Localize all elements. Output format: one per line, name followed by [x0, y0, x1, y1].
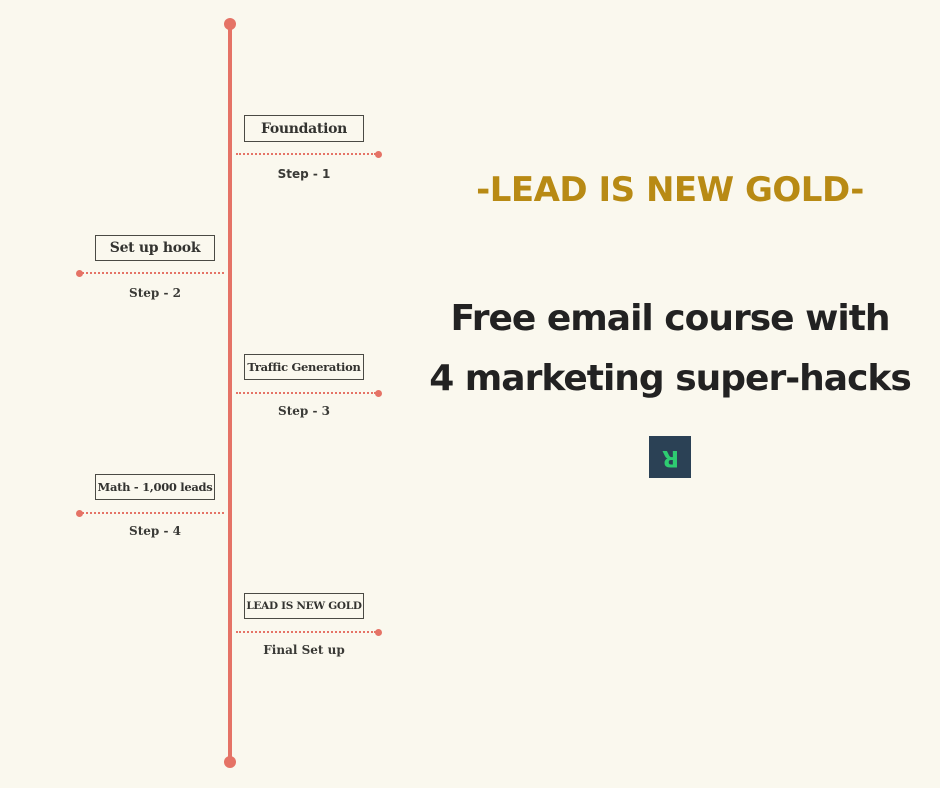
- timeline-end-dot: [224, 756, 236, 768]
- step-2-title-box: Set up hook: [95, 235, 215, 261]
- step-1-label: Step - 1: [277, 167, 331, 181]
- step-1-title-box: Foundation: [244, 115, 364, 142]
- tagline: -LEAD IS NEW GOLD-: [476, 170, 864, 210]
- brand-logo-icon: R: [649, 436, 691, 478]
- step-3-connector-dot: [375, 390, 382, 397]
- step-4-label: Step - 4: [129, 524, 181, 538]
- step-5-connector-dot: [375, 629, 382, 636]
- step-3-connector: [236, 392, 376, 394]
- timeline-axis: [228, 24, 232, 762]
- timeline-start-dot: [224, 18, 236, 30]
- step-4-title-box: Math - 1,000 leads: [95, 474, 215, 500]
- step-2-connector-dot: [76, 270, 83, 277]
- step-2-connector: [82, 272, 224, 274]
- step-1-connector: [236, 153, 376, 155]
- step-5-connector: [236, 631, 376, 633]
- step-5-title-box: LEAD IS NEW GOLD: [244, 593, 364, 619]
- step-5-label: Final Set up: [263, 643, 345, 657]
- headline-line-1: Free email course with: [450, 298, 890, 339]
- step-2-label: Step - 2: [129, 286, 181, 300]
- step-4-connector-dot: [76, 510, 83, 517]
- headline-line-2: 4 marketing super-hacks: [429, 358, 912, 399]
- step-4-connector: [82, 512, 224, 514]
- step-1-connector-dot: [375, 151, 382, 158]
- step-3-title-box: Traffic Generation: [244, 354, 364, 380]
- brand-logo-glyph: R: [661, 444, 679, 470]
- step-3-label: Step - 3: [278, 404, 330, 418]
